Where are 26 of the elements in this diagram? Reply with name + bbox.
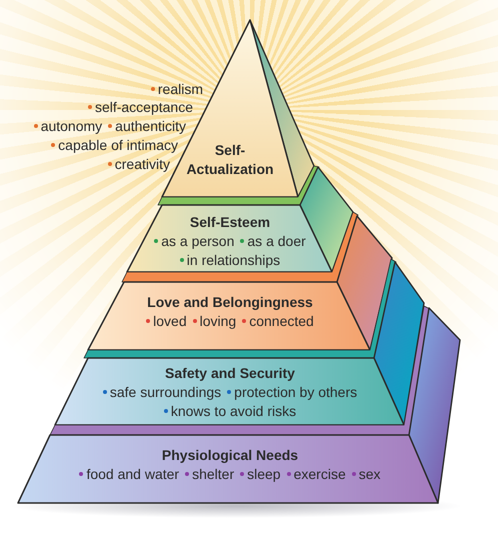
need-item: shelter bbox=[192, 466, 234, 482]
need-item: sleep bbox=[247, 466, 281, 482]
need-item: as a doer bbox=[247, 233, 306, 249]
need-item: food and water bbox=[86, 466, 180, 482]
need-item: loving bbox=[200, 313, 236, 329]
need-item: knows to avoid risks bbox=[170, 403, 296, 419]
pyramid-tier bbox=[86, 210, 394, 352]
tier-title: Self-Esteem bbox=[190, 213, 270, 232]
trait-item: self-acceptance bbox=[94, 99, 193, 115]
need-item: exercise bbox=[294, 466, 346, 482]
tier-title: Safety and Security bbox=[165, 364, 295, 383]
tier-title: Self-Actualization bbox=[185, 141, 275, 179]
need-item: sex bbox=[358, 466, 381, 482]
trait-item: authenticity bbox=[115, 118, 186, 134]
need-item: protection by others bbox=[234, 384, 358, 400]
need-item: as a person bbox=[161, 233, 234, 249]
need-item: connected bbox=[249, 313, 314, 329]
tier-title: Physiological Needs bbox=[162, 446, 298, 465]
tier-title: Love and Belongingness bbox=[147, 293, 313, 312]
trait-item: capable of intimacy bbox=[58, 137, 178, 153]
trait-item: realism bbox=[158, 81, 203, 97]
need-item: in relationships bbox=[186, 252, 280, 268]
need-item: safe surroundings bbox=[110, 384, 222, 400]
trait-item: autonomy bbox=[40, 118, 102, 134]
need-item: loved bbox=[153, 313, 187, 329]
trait-item: creativity bbox=[114, 156, 170, 172]
